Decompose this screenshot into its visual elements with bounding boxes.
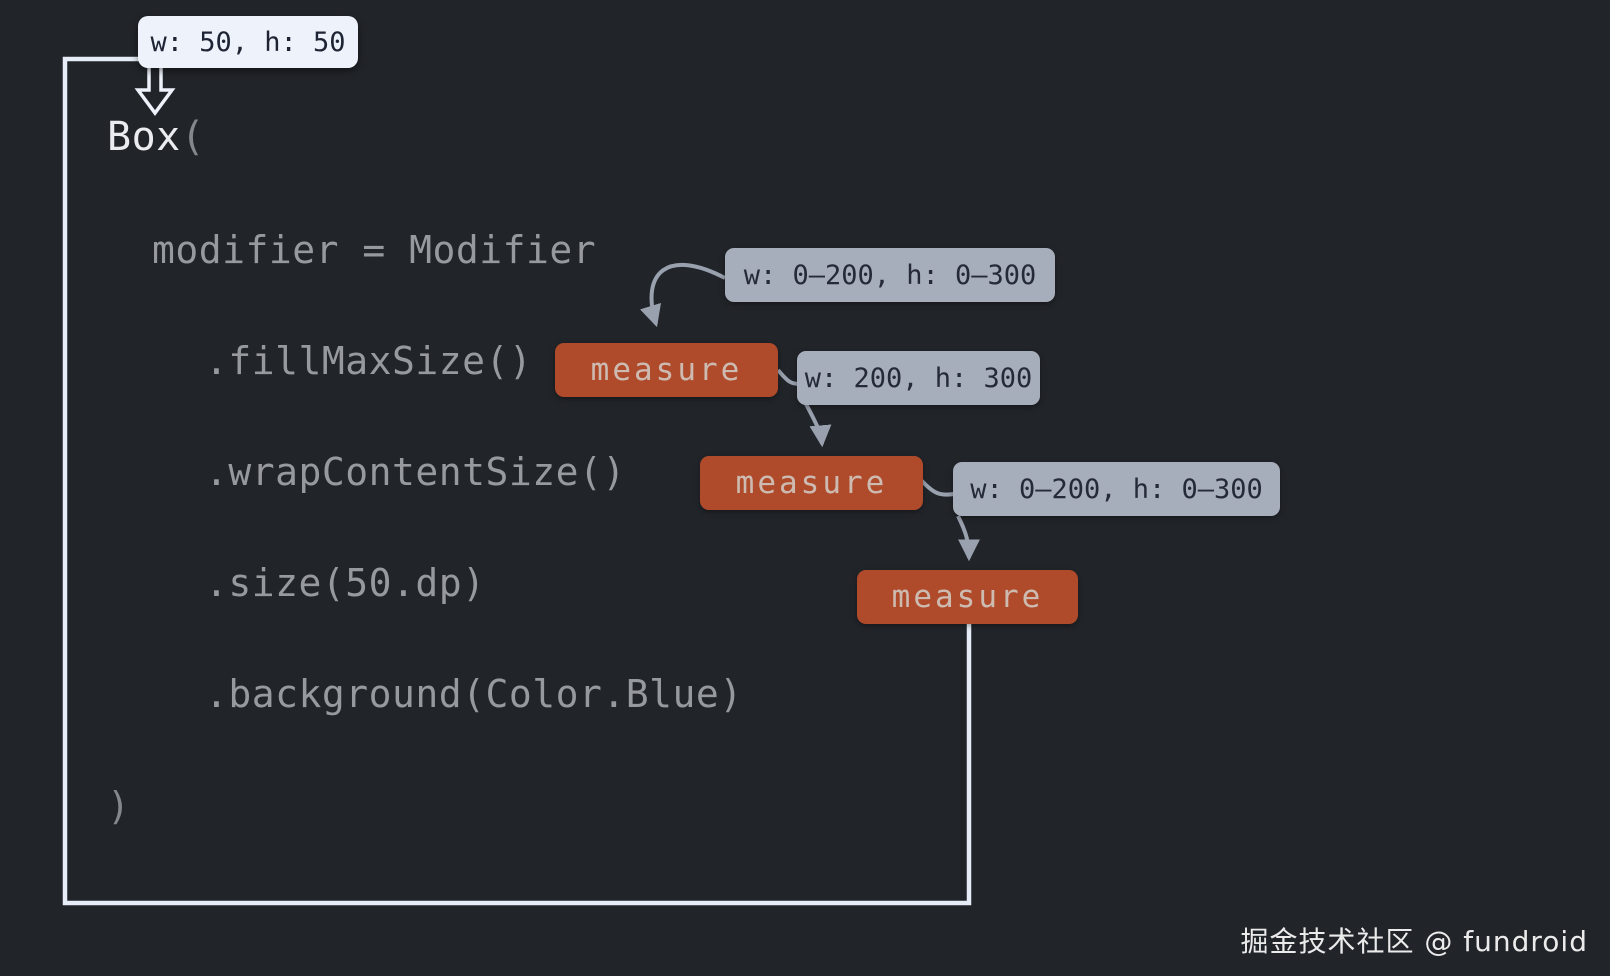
size-badge-fillmaxsize-result: w: 200, h: 300 <box>797 351 1040 405</box>
measure-badge-wrapcontentsize: measure <box>700 456 923 510</box>
result-size-badge: w: 50, h: 50 <box>138 16 358 68</box>
result-down-arrow-icon <box>134 68 176 116</box>
code-line-wrapcontentsize: .wrapContentSize() <box>205 450 626 494</box>
measure-badge-size: measure <box>857 570 1078 624</box>
code-line-fillmaxsize: .fillMaxSize() <box>205 339 533 383</box>
constraint-badge-wrapcontent-out: w: 0–200, h: 0–300 <box>953 462 1280 516</box>
code-line-size: .size(50.dp) <box>205 561 486 605</box>
code-line-modifier: modifier = Modifier <box>152 228 597 272</box>
return-path-line <box>62 56 972 906</box>
constraint-badge-incoming: w: 0–200, h: 0–300 <box>725 248 1055 302</box>
arrow-label2-to-measure2 <box>804 403 832 448</box>
connector-measure2-to-label3 <box>919 478 955 497</box>
measure-badge-fillmaxsize: measure <box>555 343 778 397</box>
code-box-open-paren: ( <box>180 114 206 160</box>
code-line-close-paren: ) <box>107 784 131 828</box>
watermark-text: 掘金技术社区 @ fundroid <box>1240 925 1588 958</box>
arrow-constraints1-to-measure1 <box>639 262 726 328</box>
code-line-background: .background(Color.Blue) <box>205 672 743 716</box>
arrow-label3-to-measure3 <box>956 515 980 562</box>
code-box-keyword: Box <box>107 114 181 160</box>
code-line-box: Box( <box>107 112 205 162</box>
